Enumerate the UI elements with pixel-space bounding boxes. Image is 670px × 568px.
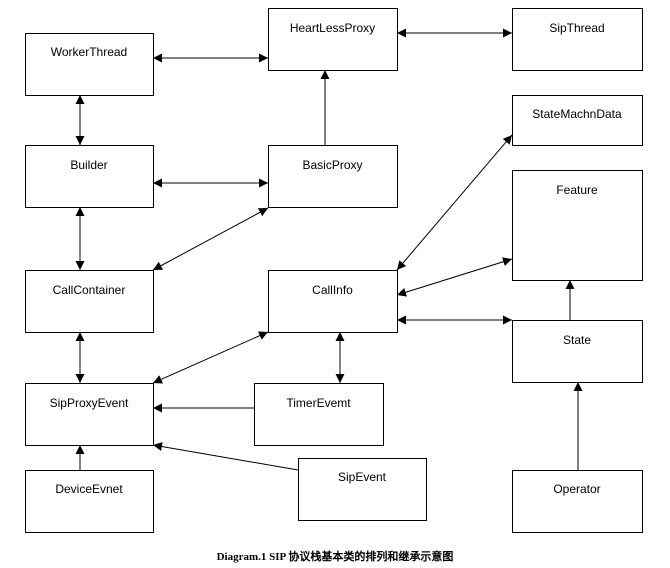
node-box-builder — [25, 145, 154, 208]
node-box-sipproxyevent — [25, 383, 154, 446]
edge-basicproxy-to-callcontainer — [152, 207, 269, 271]
edge-sipevent-to-sipproxyevent — [152, 442, 299, 471]
node-sipevent: SipEvent — [298, 458, 427, 521]
node-label-heartlessproxy: HeartLessProxy — [290, 21, 375, 35]
nodes-layer: WorkerThread HeartLessProxy SipThreadState… — [25, 8, 643, 533]
node-label-callcontainer: CallContainer — [53, 283, 126, 297]
node-label-timerevemt: TimerEvemt — [286, 396, 351, 410]
diagram-caption: Diagram.1 SIP 协议栈基本类的排列和继承示意图 — [216, 551, 454, 563]
node-label-sipevent: SipEvent — [338, 470, 387, 484]
node-box-basicproxy — [268, 145, 398, 208]
node-label-operator: Operator — [553, 482, 600, 496]
edge-callinfo-to-statemachndata — [396, 134, 513, 271]
node-box-heartlessproxy — [268, 8, 398, 71]
node-label-callinfo: CallInfo — [312, 283, 353, 297]
node-label-state: State — [563, 333, 591, 347]
node-box-callinfo — [268, 270, 398, 333]
node-callcontainer: CallContainer — [25, 270, 154, 333]
edges-layer — [75, 28, 583, 471]
node-box-feature — [512, 170, 643, 281]
node-sipthread: SipThread — [512, 8, 643, 71]
node-label-sipproxyevent: SipProxyEvent — [50, 396, 129, 410]
node-label-basicproxy: BasicProxy — [302, 158, 362, 172]
node-state: State — [512, 320, 643, 383]
node-box-callcontainer — [25, 270, 154, 333]
node-box-sipevent — [298, 458, 427, 521]
node-deviceevnet: DeviceEvnet — [25, 470, 154, 533]
node-label-statemachndata: StateMachnData — [532, 107, 622, 121]
node-callinfo: CallInfo — [268, 270, 398, 333]
node-statemachndata: StateMachnData — [512, 95, 643, 146]
node-box-statemachndata — [512, 95, 643, 146]
node-box-operator — [512, 470, 643, 533]
node-heartlessproxy: HeartLessProxy — [268, 8, 398, 71]
node-basicproxy: BasicProxy — [268, 145, 398, 208]
node-box-timerevemt — [254, 383, 384, 446]
node-sipproxyevent: SipProxyEvent — [25, 383, 154, 446]
node-box-deviceevnet — [25, 470, 154, 533]
node-label-sipthread: SipThread — [549, 21, 604, 35]
node-workerthread: WorkerThread — [25, 33, 154, 96]
edge-sipproxyevent-to-callinfo — [152, 331, 269, 384]
node-label-feature: Feature — [556, 183, 598, 197]
node-box-state — [512, 320, 643, 383]
node-label-workerthread: WorkerThread — [51, 45, 127, 59]
node-feature: Feature — [512, 170, 643, 281]
node-operator: Operator — [512, 470, 643, 533]
node-label-builder: Builder — [70, 158, 107, 172]
node-timerevemt: TimerEvemt — [254, 383, 384, 446]
node-box-sipthread — [512, 8, 643, 71]
edge-callinfo-to-feature — [396, 257, 513, 297]
node-box-workerthread — [25, 33, 154, 96]
node-label-deviceevnet: DeviceEvnet — [55, 482, 123, 496]
node-builder: Builder — [25, 145, 154, 208]
